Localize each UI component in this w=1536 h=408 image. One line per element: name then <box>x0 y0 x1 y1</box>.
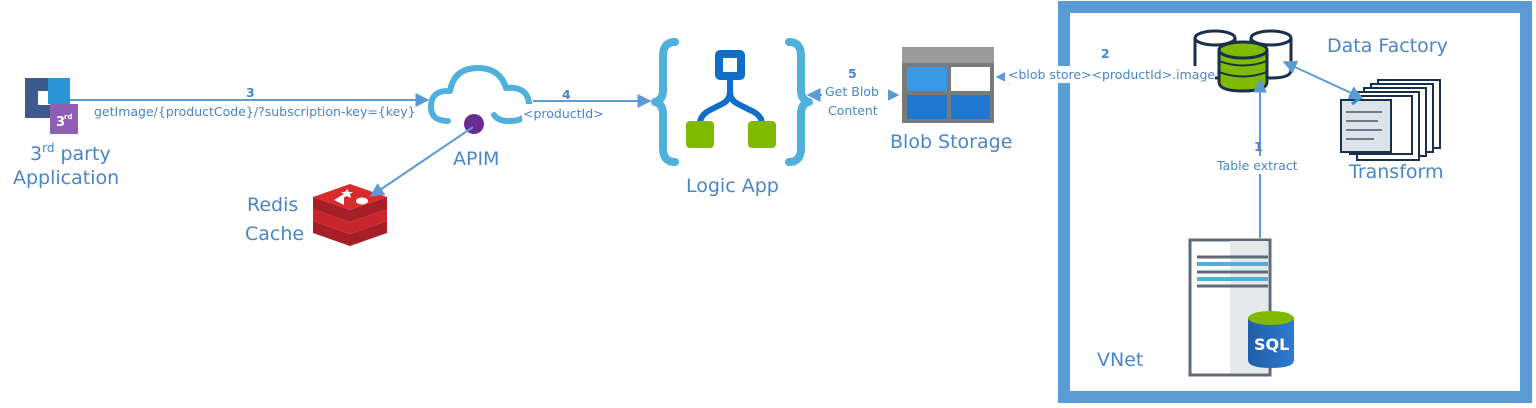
svg-text:getImage/{productCode}/?subscr: getImage/{productCode}/?subscription-key… <box>94 104 416 119</box>
svg-text:Get Blob: Get Blob <box>825 84 879 99</box>
apim-label: APIM <box>453 148 499 170</box>
svg-text:1: 1 <box>1254 139 1263 154</box>
svg-text:4: 4 <box>562 87 571 102</box>
arrow-transform-df <box>1282 60 1364 100</box>
step-2-label: 2 <blob store><productId>.image <box>1005 46 1215 83</box>
step-5-label: 5 Get Blob Content <box>822 66 888 118</box>
svg-text:Content: Content <box>828 103 878 118</box>
third-party-label-line2: Application <box>13 167 119 189</box>
transform-icon <box>1340 79 1441 161</box>
logic-app-label: Logic App <box>686 175 779 197</box>
data-factory-label: Data Factory <box>1327 35 1448 57</box>
third-party-label-line1: 3rd party <box>30 141 111 165</box>
svg-text:Table extract: Table extract <box>1216 158 1298 173</box>
third-party-app-icon: 3 rd <box>25 78 78 134</box>
sql-label: SQL <box>1254 335 1289 354</box>
vnet-boundary <box>1058 1 1532 403</box>
svg-text:<productId>: <productId> <box>523 106 604 121</box>
redis-label-line2: Cache <box>245 223 304 245</box>
redis-cache-icon <box>313 184 387 246</box>
blob-storage-icon <box>902 47 994 123</box>
arrow-apim-redis <box>369 126 474 197</box>
apim-cloud-icon <box>427 65 533 134</box>
step-4-label: 4 <productId> <box>522 87 608 122</box>
redis-label-line1: Redis <box>247 194 298 216</box>
badge-superscript: rd <box>64 113 72 121</box>
vnet-label: VNet <box>1097 349 1143 371</box>
svg-text:3: 3 <box>246 85 255 100</box>
step-3-label: 3 getImage/{productCode}/?subscription-k… <box>92 85 416 121</box>
transform-label: Transform <box>1348 161 1444 183</box>
step-1-label: 1 Table extract <box>1214 139 1304 174</box>
svg-text:<blob store><productId>.image: <blob store><productId>.image <box>1008 67 1215 82</box>
svg-text:5: 5 <box>848 66 857 81</box>
svg-text:2: 2 <box>1101 46 1110 61</box>
badge-number: 3 <box>56 115 65 130</box>
blob-storage-label: Blob Storage <box>890 131 1012 153</box>
logic-app-icon <box>651 38 813 166</box>
sql-server-icon: SQL <box>1188 238 1294 377</box>
